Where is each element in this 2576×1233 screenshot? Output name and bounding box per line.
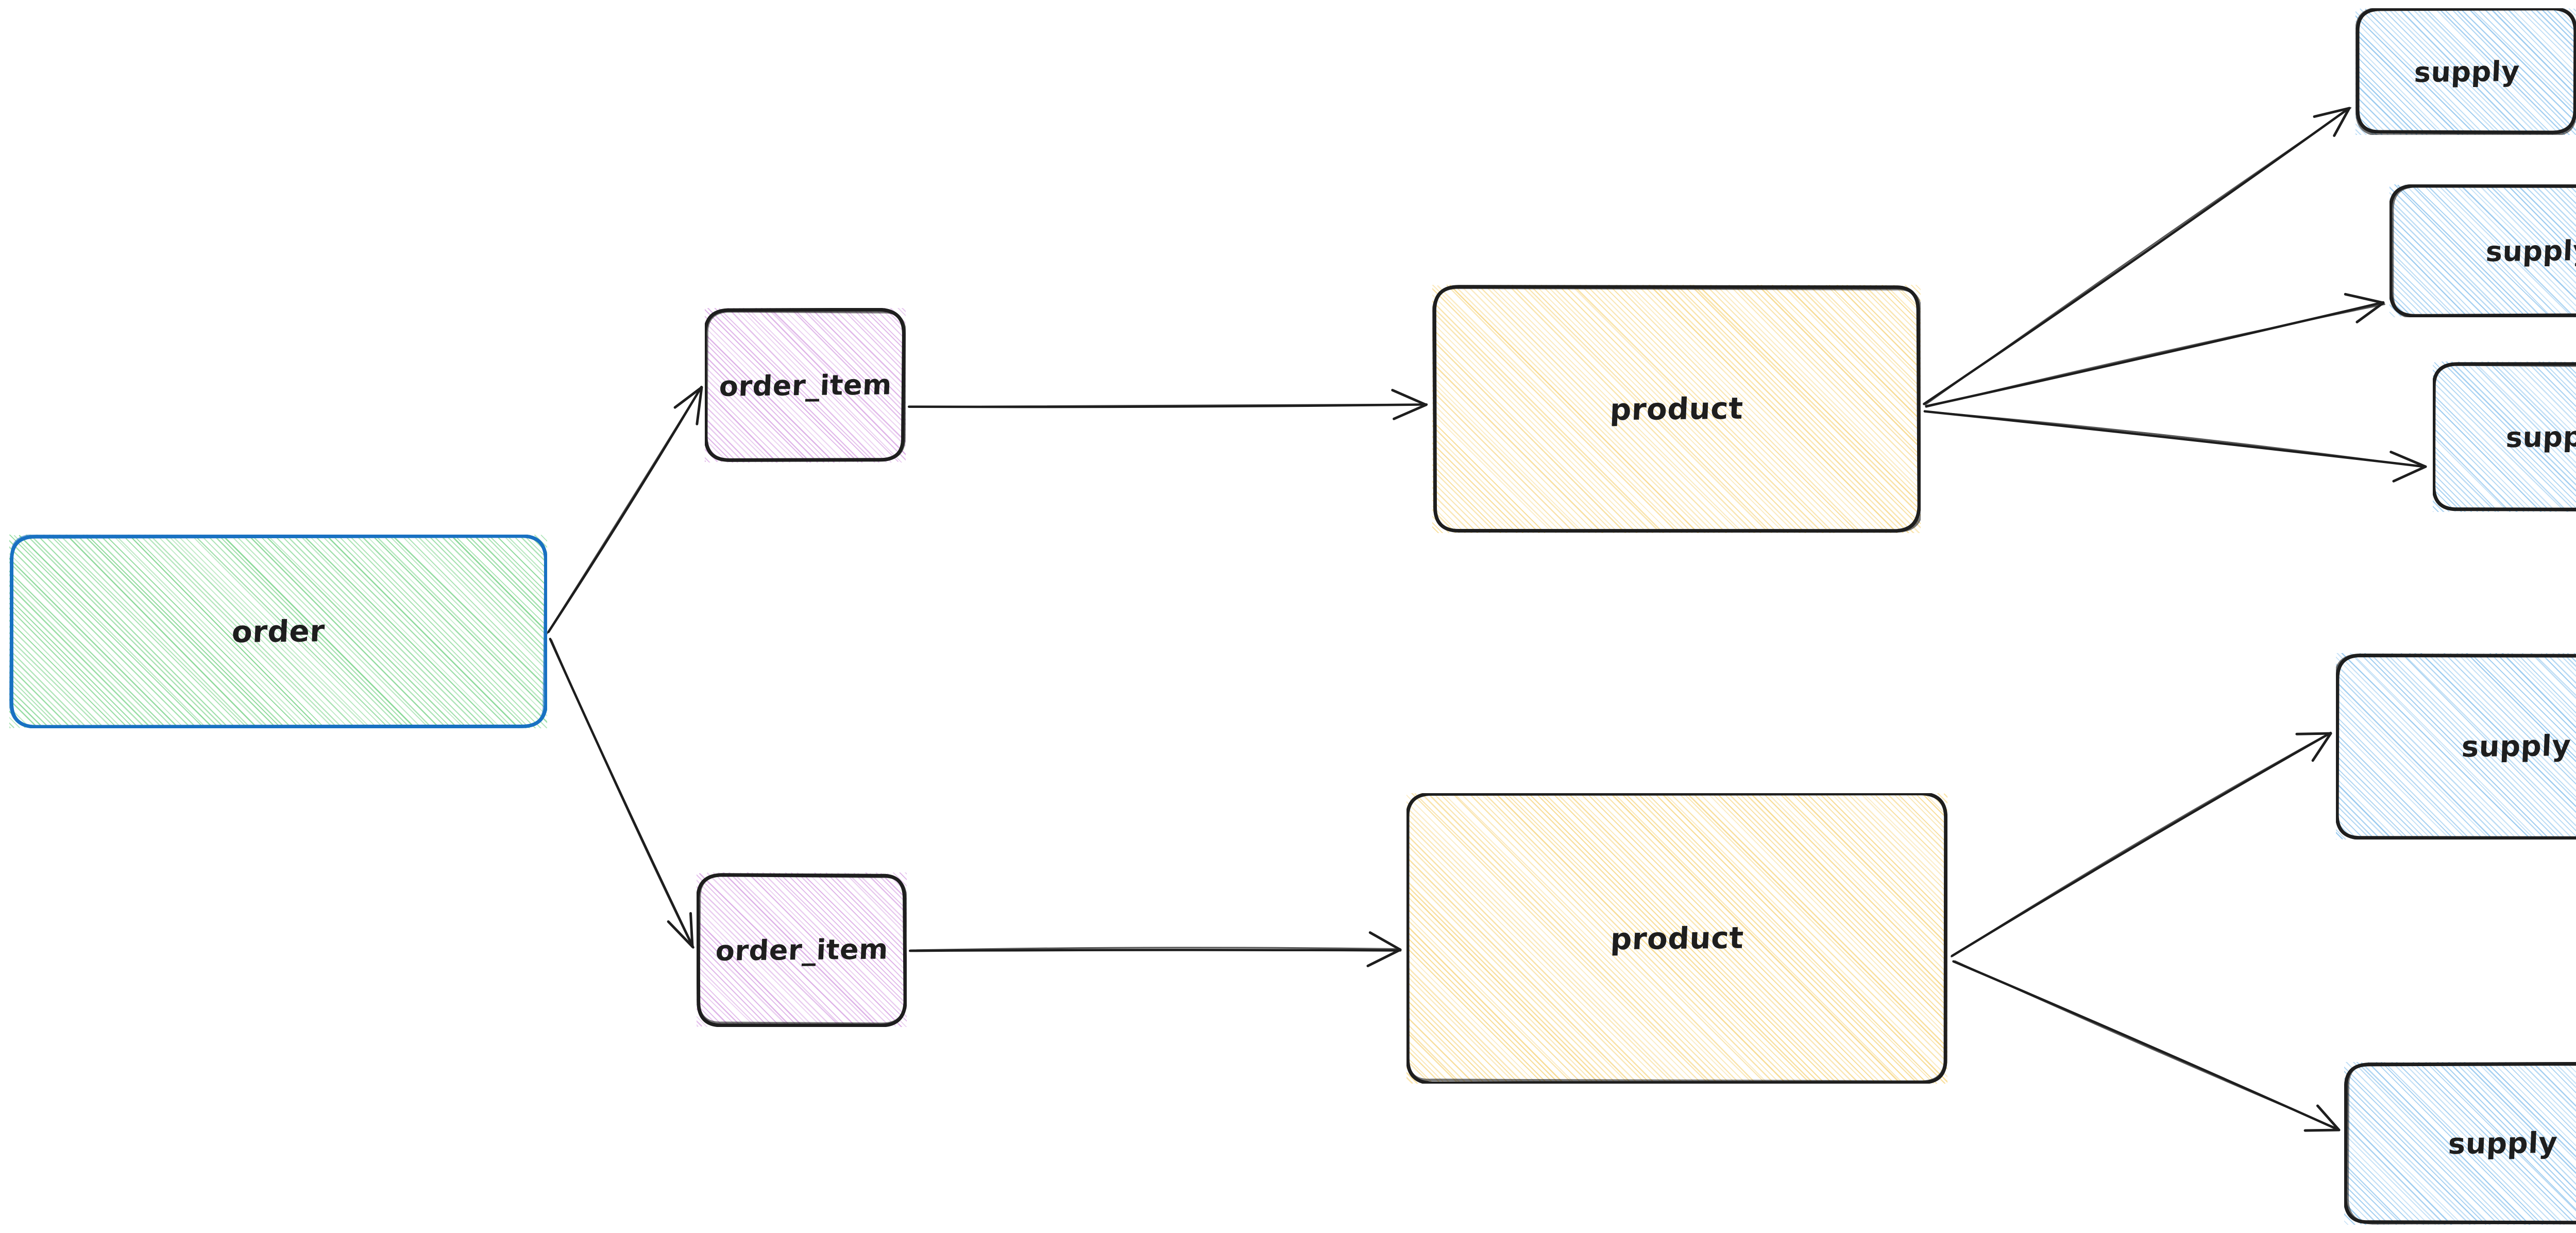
node-label: supply (2485, 234, 2576, 268)
node-supply-supply_4[interactable]: supply (2336, 653, 2576, 840)
node-fill-hachure (2389, 184, 2576, 317)
node-label: supply (2447, 1126, 2558, 1161)
node-fill-hachure (2433, 362, 2576, 512)
node-label: supply (2461, 729, 2572, 764)
edge-product_top-to-supply_3 (1923, 410, 2427, 483)
node-product-product_top[interactable]: product (1432, 285, 1921, 533)
node-label: order (231, 613, 326, 649)
edge-product_top-to-supply_1 (1923, 107, 2352, 406)
node-order-item-order_item_top[interactable]: order_item (705, 308, 906, 463)
node-fill-hachure (2344, 1062, 2576, 1225)
node-order-order[interactable]: order (9, 535, 547, 728)
node-fill-hachure (9, 535, 547, 728)
node-label: product (1609, 920, 1744, 957)
node-fill-hachure (1432, 285, 1921, 533)
node-supply-supply_5[interactable]: supply (2344, 1062, 2576, 1225)
edge-product_bottom-to-supply_5 (1952, 960, 2341, 1132)
node-product-product_bottom[interactable]: product (1406, 793, 1947, 1084)
node-supply-supply_1[interactable]: supply (2355, 8, 2576, 135)
node-label: product (1609, 390, 1744, 427)
edge-order_item_bottom-to-product_bottom (908, 931, 1402, 967)
node-fill-hachure (2336, 653, 2576, 840)
node-fill-hachure (1406, 793, 1947, 1084)
node-supply-supply_2[interactable]: supply (2389, 184, 2576, 317)
node-label: order_item (718, 368, 892, 403)
edge-order_item_top-to-product_top (907, 389, 1428, 420)
node-fill-hachure (697, 872, 907, 1027)
node-supply-supply_3[interactable]: supply (2433, 362, 2576, 512)
node-fill-hachure (2355, 8, 2576, 135)
node-label: supply (2505, 420, 2576, 454)
edge-order-to-order_item_top (546, 385, 703, 635)
node-label: supply (2413, 55, 2520, 89)
edge-order-to-order_item_bottom (549, 638, 694, 949)
node-order-item-order_item_bottom[interactable]: order_item (697, 872, 907, 1027)
node-fill-hachure (705, 308, 906, 463)
edge-product_bottom-to-supply_4 (1951, 731, 2332, 957)
edge-product_top-to-supply_2 (1925, 293, 2385, 408)
node-label: order_item (715, 932, 889, 967)
